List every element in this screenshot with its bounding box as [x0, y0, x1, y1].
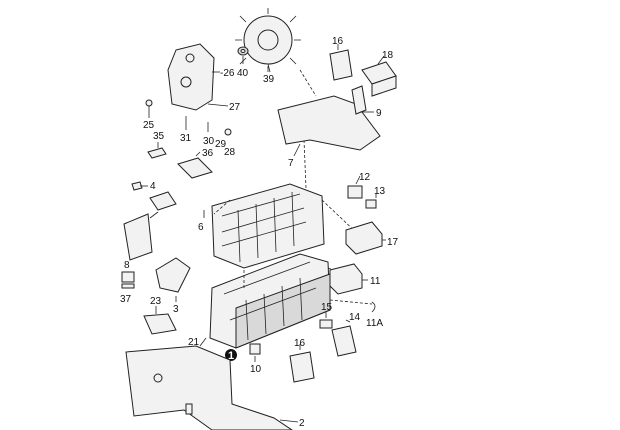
- fuse-box-main: [209, 253, 331, 349]
- callout-26: -26: [220, 68, 235, 79]
- callout-12: 12: [359, 172, 371, 183]
- part-26-bracket: [167, 43, 220, 111]
- callout-36: 36: [202, 148, 214, 159]
- callout-17: 17: [387, 237, 399, 248]
- callout-14: 14: [349, 312, 361, 323]
- callout-9: 9: [376, 108, 382, 119]
- callout-29: 29: [215, 139, 227, 150]
- part-16-relay-bottom: [289, 344, 315, 383]
- callout-4: 4: [150, 181, 156, 192]
- callout-7: 7: [288, 158, 294, 169]
- callout-27: 27: [229, 102, 241, 113]
- part-3-bracket: [155, 257, 191, 302]
- callout-1-marker: [225, 349, 237, 361]
- callout-25: 25: [143, 120, 155, 131]
- part-36-holder: [177, 151, 213, 179]
- part-40-washer: [237, 46, 249, 64]
- part-35-clip: [147, 142, 167, 159]
- part-11-module: [329, 263, 368, 295]
- callout-40: 40: [237, 68, 249, 79]
- callout-31: 31: [180, 133, 192, 144]
- part-10-clip: [249, 343, 261, 362]
- part-16-relay-top: [329, 44, 353, 81]
- callout-8: 8: [124, 260, 130, 271]
- callout-11: 11: [370, 276, 381, 287]
- part-23-cover: [143, 306, 177, 335]
- part-2-tray: [125, 345, 299, 430]
- part-14-relay: [331, 319, 357, 357]
- part-25-screw: [145, 99, 153, 118]
- part-18-module: [361, 55, 397, 97]
- callout-13: 13: [374, 186, 386, 197]
- part-11a-clip: [371, 301, 376, 313]
- callout-2: 2: [299, 418, 305, 429]
- part-8-connector: [121, 271, 135, 289]
- part-7-9-bracket: [277, 85, 381, 157]
- part-17-module: [345, 221, 386, 255]
- callout-23: 23: [150, 296, 162, 307]
- part-13-clip: [365, 194, 377, 209]
- callout-30: 30: [203, 136, 215, 147]
- callout-3: 3: [173, 304, 179, 315]
- callout-15: 15: [321, 302, 333, 313]
- part-15-fuse: [319, 312, 333, 329]
- part-12-relay: [347, 175, 363, 199]
- callout-16-top: 16: [332, 36, 344, 47]
- callout-37: 37: [120, 294, 132, 305]
- callout-21: 21: [188, 337, 200, 348]
- relay-block-upper: [211, 183, 325, 269]
- callout-11a: 11A: [366, 318, 383, 329]
- part-39-gear: [235, 8, 301, 73]
- callout-39: 39: [263, 74, 275, 85]
- callout-6: 6: [198, 222, 204, 233]
- callout-28: 28: [224, 147, 236, 158]
- callout-1: 1: [228, 350, 234, 362]
- callout-16-bottom: 16: [294, 338, 306, 349]
- callout-18: 18: [382, 50, 394, 61]
- callout-10: 10: [250, 364, 262, 375]
- callout-35: 35: [153, 131, 165, 142]
